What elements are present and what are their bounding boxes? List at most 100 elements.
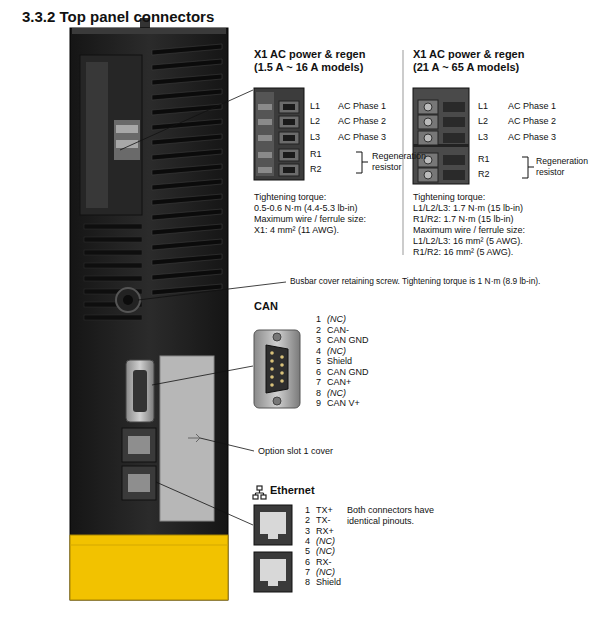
cooling-fins <box>152 179 222 190</box>
spec-note: R1/R2: 1.7 N·m (15 lb-in) <box>413 214 514 225</box>
can-dsub-connector <box>270 367 274 371</box>
pin-number: 6 <box>316 367 321 378</box>
terminal-block <box>80 55 142 215</box>
x1-connector-small <box>258 152 272 158</box>
x1-connector-small <box>258 101 299 176</box>
ethernet-port <box>122 428 156 462</box>
signal-name: CAN GND <box>327 335 369 346</box>
terminal-function: AC Phase 2 <box>338 116 386 127</box>
terminal-name: L3 <box>478 132 488 143</box>
pin-number: 4 <box>316 346 321 357</box>
ethernet-port <box>122 428 156 500</box>
ethernet-jack <box>254 552 292 592</box>
cooling-fins <box>152 149 222 160</box>
x1-connector-large <box>424 171 432 179</box>
pin-number: 3 <box>316 335 321 346</box>
signal-name: (NC) <box>316 567 335 578</box>
cooling-fins <box>152 104 222 115</box>
can-dsub-connector <box>270 351 274 355</box>
spec-note: Tightening torque: <box>413 192 485 203</box>
spec-note: L1/L2/L3: 16 mm² (5 AWG). <box>413 236 523 247</box>
can-dsub-connector <box>254 330 300 408</box>
x1-connector-small <box>283 167 295 173</box>
network-icon <box>253 495 258 499</box>
signal-name: CAN- <box>327 325 349 336</box>
x1-connector-small <box>279 132 299 144</box>
can-dsub-connector <box>270 351 284 387</box>
x1-connector-large <box>413 88 469 184</box>
yellow-base <box>70 535 228 600</box>
x1-connector-small <box>258 167 272 173</box>
x1-connector-small <box>283 119 295 125</box>
signal-name: (NC) <box>316 546 335 557</box>
signal-name: CAN V+ <box>327 398 360 409</box>
pin-number: 2 <box>316 325 321 336</box>
ethernet-jack <box>260 512 286 534</box>
cooling-fins <box>152 254 222 265</box>
regen-bracket <box>522 157 534 178</box>
terminal-function: Regeneration resistor <box>536 156 592 178</box>
spec-note: L1/L2/L3: 1.7 N·m (15 lb-in) <box>413 203 523 214</box>
spec-note: R1/R2: 16 mm² (5 AWG). <box>413 247 513 258</box>
cooling-fins <box>152 209 222 220</box>
terminal-block <box>114 120 140 160</box>
leader-line <box>152 366 253 385</box>
x1-connector-small <box>258 135 272 141</box>
leader-line <box>120 90 286 525</box>
cooling-fins <box>84 276 142 281</box>
pin-number: 2 <box>305 515 310 526</box>
x1-connector-small <box>279 101 299 113</box>
cooling-fins <box>152 239 222 250</box>
cooling-fins <box>152 119 222 130</box>
can-port <box>126 360 154 422</box>
x1-connector-small <box>283 152 295 158</box>
signal-name: (NC) <box>327 346 346 357</box>
page-title: 3.3.2 Top panel connectors <box>22 8 214 26</box>
signal-name: Shield <box>316 577 341 588</box>
can-dsub-connector <box>270 359 274 363</box>
x1-connector-large <box>418 131 438 145</box>
x1-connector-large <box>443 133 465 143</box>
x1-connector-large <box>424 134 432 142</box>
can-dsub-connector <box>254 330 300 408</box>
x1-connector-small <box>258 104 272 110</box>
cooling-fins <box>152 194 222 205</box>
terminal-block <box>116 125 138 133</box>
pin-number: 5 <box>316 356 321 367</box>
x1-connector-large <box>443 117 465 127</box>
cooling-fins <box>152 74 222 85</box>
terminal-block <box>80 55 142 215</box>
spec-note: X1: 4 mm² (11 AWG). <box>254 225 339 236</box>
option-slot-cover <box>160 356 214 521</box>
ethernet-jack <box>254 505 292 545</box>
terminal-name: L2 <box>478 116 488 127</box>
signal-name: Shield <box>327 356 352 367</box>
signal-name: TX- <box>316 515 331 526</box>
x1-connector-large <box>413 88 469 184</box>
spec-note: Tightening torque: <box>254 192 326 203</box>
drive-housing <box>70 18 228 600</box>
network-icon <box>261 495 266 499</box>
can-dsub-connector <box>280 355 284 359</box>
ethernet-jack <box>268 534 278 539</box>
terminal-name: R2 <box>310 164 322 175</box>
x1-connector-small <box>254 88 304 180</box>
terminal-function: AC Phase 2 <box>508 116 556 127</box>
signal-name: (NC) <box>327 314 346 325</box>
pin-number: 1 <box>305 505 310 516</box>
spec-note: Maximum wire / ferrule size: <box>254 214 366 225</box>
pin-number: 8 <box>305 577 310 588</box>
cooling-fins <box>152 44 222 55</box>
pin-number: 7 <box>316 377 321 388</box>
can-dsub-connector <box>266 345 288 393</box>
network-icon <box>257 486 262 490</box>
signal-name: RX- <box>316 557 332 568</box>
terminal-name: R2 <box>478 169 490 180</box>
cooling-fins <box>152 284 222 295</box>
pin-number: 3 <box>305 526 310 537</box>
drive-housing <box>72 28 226 34</box>
callout-note: Busbar cover retaining screw. Tightening… <box>290 276 540 287</box>
cooling-fins <box>152 269 222 280</box>
